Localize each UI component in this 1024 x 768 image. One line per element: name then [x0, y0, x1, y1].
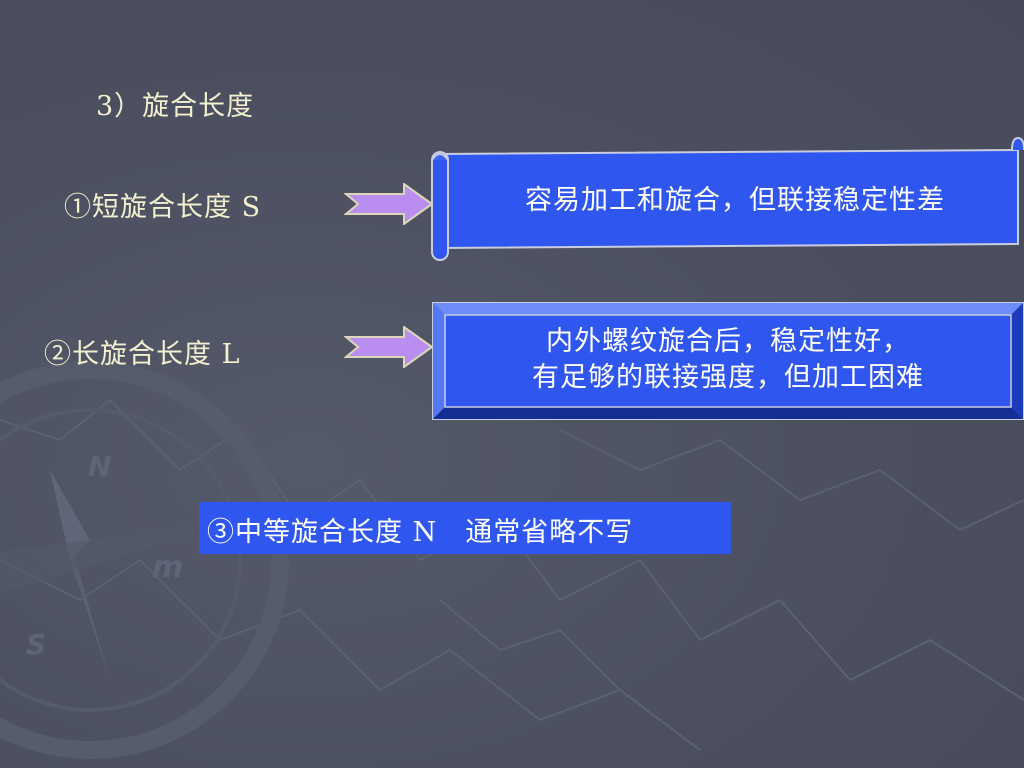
long-length-label: ②长旋合长度 L	[44, 339, 241, 370]
scroll-banner	[431, 136, 1024, 261]
compass-letter-s: S	[26, 628, 47, 661]
block-arrow-right-icon	[344, 326, 434, 368]
long-length-description: 内外螺纹旋合后，稳定性好， 有足够的联接强度，但加工困难	[445, 324, 1011, 396]
medium-length-note: ③中等旋合长度 N 通常省略不写	[207, 517, 634, 548]
long-length-description-line-1: 内外螺纹旋合后，稳定性好，	[546, 326, 910, 357]
short-length-label: ①短旋合长度 S	[64, 192, 262, 223]
medium-length-note-box	[199, 502, 731, 554]
compass-letter-m: m	[152, 550, 184, 585]
compass-letter-n: N	[88, 450, 112, 483]
block-arrow-right-icon	[344, 183, 434, 225]
bevel-box	[432, 302, 1024, 420]
slide-title: 3）旋合长度	[96, 91, 255, 122]
short-length-description: 容易加工和旋合，但联接稳定性差	[525, 185, 945, 216]
long-length-description-line-2: 有足够的联接强度，但加工困难	[532, 362, 924, 393]
